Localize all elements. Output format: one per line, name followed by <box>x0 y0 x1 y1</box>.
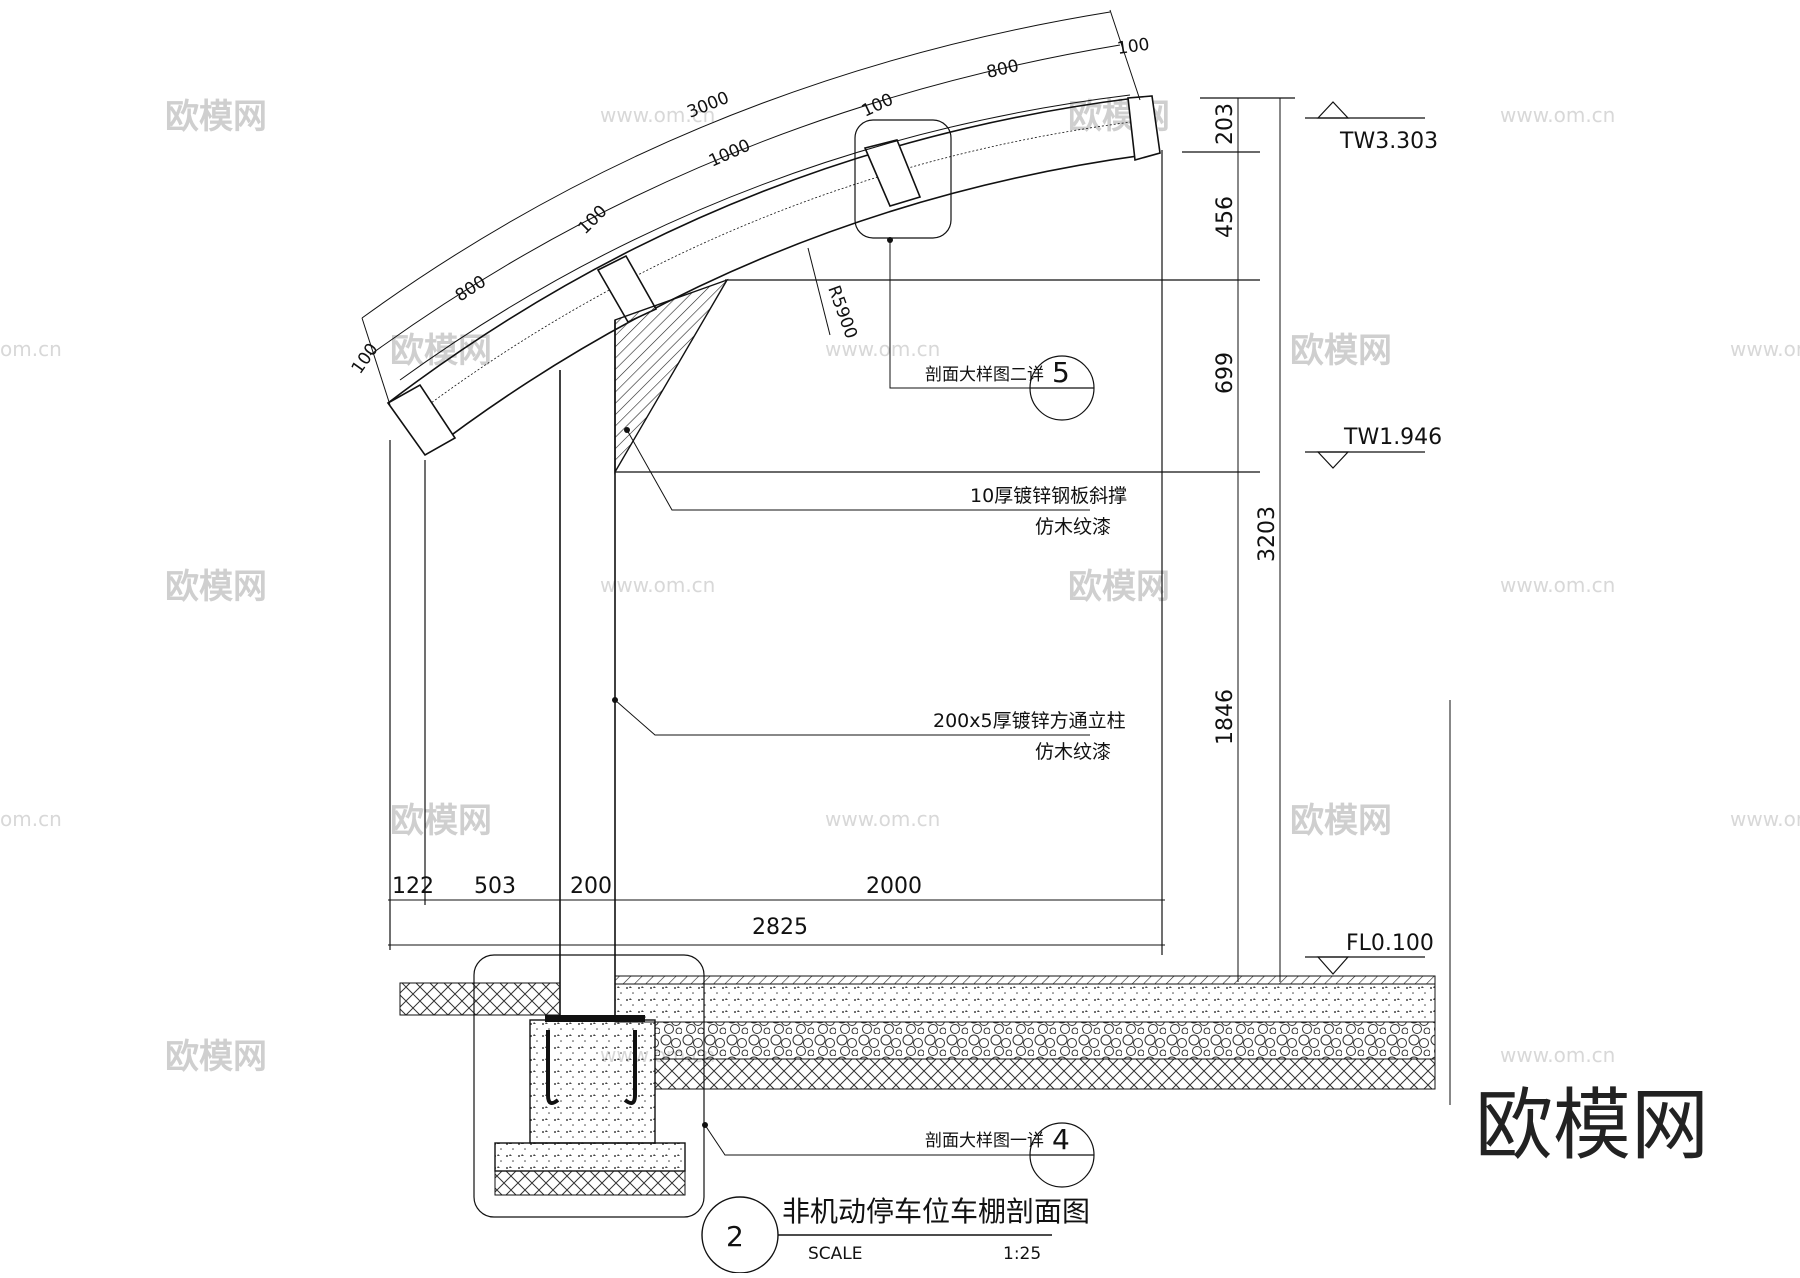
level-floor: FL0.100 <box>1346 931 1434 956</box>
dim-arc-right-800: 800 <box>985 56 1021 83</box>
watermark-brand: 欧模网 <box>1068 567 1170 607</box>
watermark-brand: 欧模网 <box>165 567 267 607</box>
detail-number-4: 4 <box>1052 1123 1070 1156</box>
watermark-url: www.om.cn <box>600 573 715 597</box>
radius-leader <box>807 247 831 336</box>
dim-503: 503 <box>474 874 516 899</box>
outline-verticals <box>389 97 1295 955</box>
dim-203: 203 <box>1213 103 1238 145</box>
dim-699: 699 <box>1213 352 1238 394</box>
ground-section <box>399 700 1451 1218</box>
watermark-brand: 欧模网 <box>165 97 267 137</box>
leader-dot <box>612 697 618 703</box>
level-top: TW3.303 <box>1339 129 1438 154</box>
dim-2825: 2825 <box>752 915 808 940</box>
level-markers <box>1305 101 1425 975</box>
leader-dot <box>624 427 630 433</box>
drawing-title: 非机动停车位车棚剖面图 <box>782 1195 1090 1228</box>
watermark-url: www.om.cn <box>1500 1043 1615 1067</box>
dim-arc-100: 100 <box>1116 35 1151 59</box>
watermark-url: www.om.cn <box>1500 573 1615 597</box>
watermark-url: www.om.cn <box>825 337 940 361</box>
watermark-url: om.cn <box>0 337 62 361</box>
dim-1846: 1846 <box>1213 689 1238 745</box>
watermark-brand: 欧模网 <box>165 1037 267 1077</box>
note-detail-2: 剖面大样图二详 <box>925 365 1044 385</box>
dim-arc-left-800: 800 <box>452 272 490 306</box>
steel-brace <box>614 278 729 475</box>
note-brace-1: 10厚镀锌钢板斜撑 <box>970 485 1127 507</box>
watermark-url: www.om.cn <box>825 807 940 831</box>
title-number: 2 <box>726 1220 744 1253</box>
scale-value: 1:25 <box>1003 1244 1041 1264</box>
dim-arc-100: 100 <box>859 90 897 122</box>
watermark-layer: 欧模网 欧模网 www.om.cn www.om.cn 欧模网 欧模网 om.c… <box>0 97 1800 1077</box>
note-column-1: 200x5厚镀锌方通立柱 <box>933 710 1126 732</box>
watermark-url: www.om.cn <box>600 103 715 127</box>
leaders <box>614 240 1090 1156</box>
column <box>559 320 616 1022</box>
dim-122: 122 <box>392 874 434 899</box>
watermark-url: om.cn <box>0 807 62 831</box>
dim-arc-100: 100 <box>348 340 383 378</box>
dim-200: 200 <box>570 874 612 899</box>
watermark-brand: 欧模网 <box>390 801 492 841</box>
note-brace-2: 仿木纹漆 <box>1035 516 1111 538</box>
roof-arc <box>386 95 1161 457</box>
leader-dot <box>702 1122 708 1128</box>
level-mid: TW1.946 <box>1343 425 1442 450</box>
leader-dot <box>887 237 893 243</box>
scale-label: SCALE <box>808 1244 863 1264</box>
vertical-dimensions <box>1237 98 1281 982</box>
watermark-brand: 欧模网 <box>1290 331 1392 371</box>
arc-dimensions <box>361 9 1141 406</box>
watermark-url: www.om.cn <box>1500 103 1615 127</box>
watermark-url: www.om.cn <box>1730 337 1800 361</box>
dim-2000: 2000 <box>866 874 922 899</box>
detail-callout-5 <box>1029 355 1095 421</box>
dim-3203: 3203 <box>1255 506 1280 562</box>
watermark-brand: 欧模网 <box>1290 801 1392 841</box>
watermark-url: www.om.cn <box>1730 807 1800 831</box>
arc-dimension-labels: 3000 800 800 1000 100 100 100 100 R5900 <box>348 35 1151 378</box>
dim-arc-100: 100 <box>574 201 611 238</box>
note-column-2: 仿木纹漆 <box>1035 741 1111 763</box>
note-detail-1: 剖面大样图一详 <box>925 1131 1044 1151</box>
brand-logo-text: 欧模网 <box>1475 1081 1709 1171</box>
dim-arc-mid-1000: 1000 <box>706 136 754 172</box>
detail-callout-4 <box>1029 1122 1095 1188</box>
horizontal-dimensions <box>388 870 1165 946</box>
dim-456: 456 <box>1213 196 1238 238</box>
detail-number-5: 5 <box>1052 356 1070 389</box>
